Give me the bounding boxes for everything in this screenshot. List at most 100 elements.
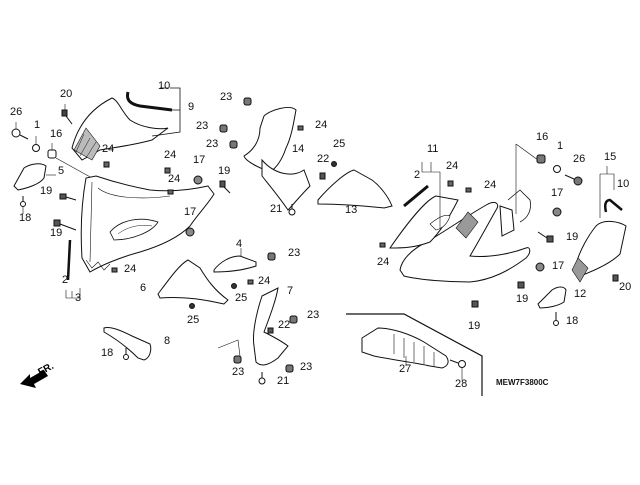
part-number-label: 24 [484,179,497,191]
part-number-label: 10 [158,80,171,92]
part-number-label: 18 [566,315,579,327]
screw-19-icon [219,180,231,194]
screw-25-icon [189,303,195,309]
bolt-21-icon [258,372,266,385]
part-number-label: 8 [164,335,171,347]
part-number-label: 18 [101,347,114,359]
part-15-inner-panel-icon [575,220,627,277]
screw-25-icon [331,161,337,167]
nut-23-icon [285,364,294,373]
collar-1-icon [553,165,561,173]
nut-23-icon [219,124,228,133]
clip-24-icon [164,167,171,174]
part-number-label: 9 [188,101,195,113]
front-direction-arrow-icon [20,370,48,388]
bolt-26-icon [11,128,29,140]
screw-19-icon [59,193,77,201]
inset-frame [346,313,483,396]
part-number-label: 18 [19,212,32,224]
part-number-label: 19 [40,185,53,197]
grommet-17-icon [193,175,203,185]
part-number-label: 13 [345,204,358,216]
part-27-bracket-icon [361,327,449,369]
diagram-code: MEW7F3800C [496,378,549,387]
grommet-17-icon [535,262,545,272]
screw-25-icon [231,283,237,289]
part-6-stay-icon [157,259,229,305]
part-number-label: 24 [377,256,390,268]
part-number-label: 24 [124,263,137,275]
screw-19-icon [537,231,554,243]
part-number-label: 14 [292,143,305,155]
part-number-label: 23 [288,247,301,259]
part-number-label: 23 [232,366,245,378]
grommet-16-icon [47,149,57,159]
part-9-inner-panel-icon [71,97,169,161]
part-number-label: 23 [206,138,219,150]
screw-18-icon [20,196,26,207]
bolt-21-icon [288,204,296,216]
part-number-label: 7 [287,285,294,297]
part-number-label: 21 [277,375,290,387]
nut-23-icon [243,97,252,106]
clip-24-icon [465,187,472,193]
part-number-label: 19 [50,227,63,239]
part-7-bracket-icon [253,287,289,366]
part-number-label: 24 [164,149,177,161]
part-number-label: 22 [278,319,291,331]
part-5-cover-icon [13,163,47,191]
part-10-strip-icon [603,198,623,213]
part-number-label: 3 [75,292,82,304]
part-number-label: 2 [62,274,69,286]
part-number-label: 22 [317,153,330,165]
clip-24-icon [247,279,254,285]
grommet-17-icon [185,227,195,237]
part-number-label: 2 [414,169,421,181]
part-number-label: 24 [258,275,271,287]
screw-18-icon [553,312,559,326]
nut-23-icon [289,315,298,324]
part-number-label: 24 [168,173,181,185]
screw-28-icon [449,359,466,368]
clip-24-icon [103,161,110,168]
part-number-label: 26 [573,153,586,165]
part-14-bracket-icon [243,107,311,211]
part-number-label: 23 [196,120,209,132]
part-number-label: 16 [536,131,549,143]
part-number-label: 6 [140,282,147,294]
part-number-label: 24 [102,143,115,155]
clip-24-icon [447,180,454,187]
part-number-label: 21 [270,203,283,215]
screw-22-icon [319,172,326,180]
part-number-label: 15 [604,151,617,163]
part-number-label: 24 [446,160,459,172]
part-number-label: 12 [574,288,587,300]
part-8-trim-icon [103,327,152,361]
part-2-strip-icon [66,239,72,281]
part-number-label: 25 [235,292,248,304]
part-3-left-cowl-icon [80,175,215,273]
collar-1-icon [32,144,40,152]
nut-23-icon [233,355,242,364]
part-11-right-cowl-icon [389,189,531,283]
part-number-label: 10 [617,178,630,190]
screw-20-icon [61,109,73,125]
part-number-label: 17 [193,154,206,166]
part-4-bracket-icon [213,255,257,273]
part-2-strip-icon [403,184,429,208]
part-number-label: 25 [333,138,346,150]
part-number-label: 17 [552,260,565,272]
part-number-label: 17 [184,206,197,218]
part-12-cover-icon [537,286,567,309]
part-number-label: 28 [455,378,468,390]
screw-19-icon [53,219,77,231]
screw-19-icon [517,281,525,289]
screw-20-icon [612,274,619,282]
part-number-label: 23 [307,309,320,321]
part-number-label: 25 [187,314,200,326]
part-13-panel-icon [317,169,393,209]
part-number-label: 16 [50,128,63,140]
part-number-label: 26 [10,106,23,118]
